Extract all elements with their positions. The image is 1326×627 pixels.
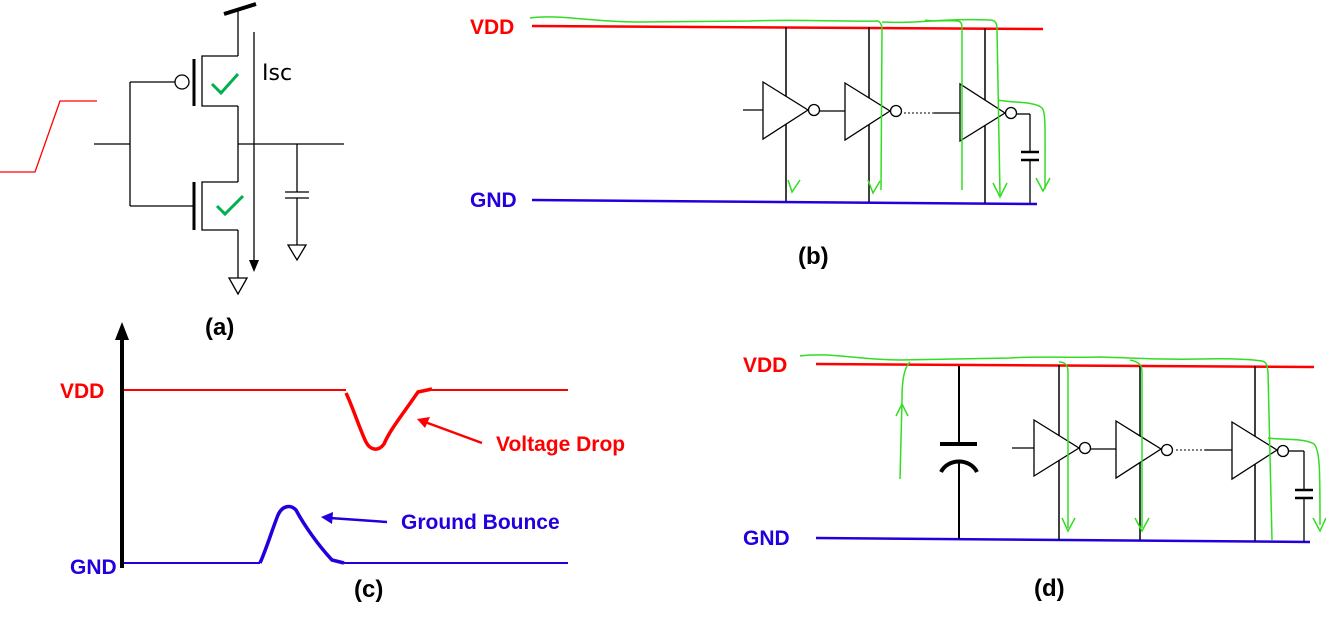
- vdd-label: VDD: [743, 354, 787, 377]
- caption-d: (d): [1034, 575, 1065, 602]
- current-path-rail: [799, 354, 1273, 541]
- ground-bounce-bump: [258, 504, 345, 565]
- pmos-bubble: [174, 74, 190, 90]
- voltage-drop-pointer: [424, 420, 483, 445]
- current-path-group: [529, 16, 1051, 199]
- inverter-bubble: [1004, 106, 1018, 120]
- nmos-channel: [201, 181, 238, 231]
- ground-icon: [286, 244, 308, 262]
- checkmark-icon: [215, 194, 245, 217]
- voltage-drop-label: Voltage Drop: [496, 433, 625, 456]
- isc-arrowhead: [249, 260, 259, 272]
- ground-bounce-label: Ground Bounce: [401, 511, 560, 534]
- inverter-bubble: [1078, 441, 1092, 455]
- arrowhead: [867, 179, 881, 195]
- input-rising-edge-waveform: [0, 100, 97, 173]
- decap-plate-curved: [939, 459, 979, 474]
- vdd-rail: [531, 24, 1044, 31]
- ground-bounce-arrowhead: [321, 512, 333, 524]
- vdd-terminal: [223, 2, 257, 16]
- decap-current-path: [899, 361, 911, 480]
- caption-c: (c): [354, 576, 383, 603]
- arrowhead: [1134, 517, 1150, 533]
- panel-b-inverter-chain: VDD GND (b): [470, 16, 1051, 270]
- pmos-channel: [201, 55, 238, 107]
- panel-d-inverter-chain-with-decap: VDD GND: [743, 354, 1326, 602]
- caption-b: (b): [798, 243, 829, 270]
- caption-a: (a): [205, 314, 234, 341]
- current-path-rail: [529, 16, 1001, 196]
- inverter-2: [844, 81, 892, 142]
- inverter-bubble: [807, 103, 821, 117]
- arrowhead: [1061, 517, 1076, 533]
- gnd-label: GND: [470, 189, 517, 212]
- current-path-group: [799, 354, 1326, 541]
- y-axis-arrowhead: [115, 322, 129, 340]
- arrowhead: [1312, 517, 1326, 533]
- inverter-bubble: [1276, 444, 1290, 458]
- current-path-branch: [924, 19, 963, 190]
- inverter-2: [1115, 419, 1163, 480]
- ground-icon: [227, 277, 249, 296]
- isc-label: Isc: [262, 61, 292, 86]
- inverter-1: [1033, 418, 1081, 478]
- arrowhead: [787, 179, 801, 194]
- inverter-bubble: [1160, 443, 1174, 457]
- vdd-label: VDD: [470, 16, 514, 39]
- gnd-rail: [531, 198, 1038, 206]
- arrowhead: [1035, 177, 1051, 193]
- inverter-n: [1231, 420, 1279, 481]
- gnd-label: GND: [743, 527, 790, 550]
- current-path-load: [997, 99, 1046, 190]
- current-path-branch: [1129, 359, 1143, 528]
- ground-bounce-pointer: [329, 516, 388, 524]
- gnd-rail: [815, 536, 1311, 544]
- voltage-drop-dip: [344, 387, 433, 451]
- inverter-n: [959, 82, 1007, 143]
- vdd-label: VDD: [60, 380, 104, 403]
- panel-a-cmos-inverter: Isc (a): [0, 2, 344, 341]
- arrowhead: [895, 402, 909, 417]
- inverter-1: [762, 80, 810, 141]
- vdd-rail: [815, 362, 1315, 369]
- current-path-branch: [1058, 361, 1069, 528]
- gnd-label: GND: [70, 556, 117, 579]
- inverter-bubble: [889, 104, 903, 118]
- current-path-load: [1267, 437, 1321, 526]
- checkmark-icon: [210, 72, 240, 96]
- voltage-drop-arrowhead: [417, 417, 430, 428]
- panel-c-waveforms: VDD GND Voltage Drop Ground Bounce (c): [60, 322, 625, 603]
- arrowhead: [992, 182, 1008, 199]
